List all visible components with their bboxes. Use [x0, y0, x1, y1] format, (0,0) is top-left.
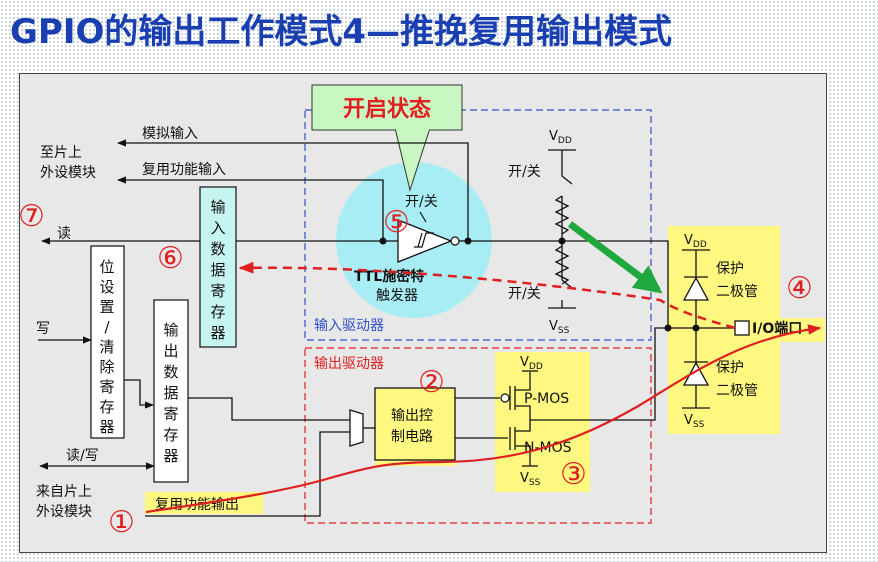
label-to-peripheral-1: 至片上 — [40, 145, 82, 161]
input-driver-label: 输入驱动器 — [314, 318, 384, 334]
marker-5: ⑤ — [383, 205, 410, 240]
vdd-diode: VDD — [684, 233, 707, 250]
bit_set_clear_register-char: 设 — [99, 278, 114, 296]
label-protect-lower-2: 二极管 — [716, 383, 758, 399]
output_data_register-char: 器 — [163, 447, 178, 465]
label-switch-top: 开/关 — [508, 164, 541, 180]
label-read: 读 — [57, 225, 71, 242]
input_data_register-char: 寄 — [210, 282, 225, 300]
output_data_register-char: 寄 — [163, 405, 178, 423]
bit_set_clear_register-char: 除 — [99, 358, 114, 376]
label-schmitt-2: 触发器 — [376, 288, 418, 304]
schmitt-trigger-symbol — [397, 219, 453, 263]
input_data_register-char: 据 — [210, 261, 225, 279]
label-protect-lower-1: 保护 — [716, 360, 744, 376]
output-data-register — [153, 299, 189, 483]
input_data_register-char: 输 — [210, 198, 225, 216]
output_data_register-char: 数 — [163, 363, 178, 381]
highlight-arrow — [567, 221, 663, 294]
marker-7: ⑦ — [18, 199, 45, 234]
output_data_register-char: 出 — [163, 342, 178, 360]
output-driver-box — [304, 347, 652, 524]
vss-mos: VSS — [520, 471, 541, 488]
label-pmos: P-MOS — [524, 391, 569, 407]
marker-6: ⑥ — [157, 241, 184, 276]
page-title: GPIO的输出工作模式4—推挽复用输出模式 — [10, 12, 673, 52]
io-pin-pad — [734, 320, 750, 336]
vdd-mos: VDD — [520, 355, 543, 372]
marker-1: ① — [108, 505, 135, 540]
label-switch-schmitt: 开/关 — [405, 194, 438, 210]
vdd-top: VDD — [549, 129, 572, 146]
callout-label: 开启状态 — [343, 96, 431, 122]
bit_set_clear_register-char: 存 — [99, 398, 114, 416]
input-driver-box — [304, 109, 652, 341]
vss-top: VSS — [549, 319, 570, 336]
input_data_register-char: 入 — [210, 219, 225, 237]
label-analog-input: 模拟输入 — [142, 126, 198, 142]
output-control-circuit — [374, 387, 456, 461]
protect-diode-upper — [682, 276, 710, 301]
bit_set_clear_register-char: 位 — [99, 258, 114, 276]
bit_set_clear_register-char: 器 — [99, 418, 114, 436]
highlight-mosfets — [495, 352, 590, 492]
bit_set_clear_register-char: / — [104, 318, 110, 336]
output-driver-label: 输出驱动器 — [314, 356, 384, 372]
bit_set_clear_register-char: 清 — [99, 338, 114, 356]
marker-4: ④ — [786, 271, 813, 306]
label-nmos: N-MOS — [524, 440, 572, 456]
output_data_register-char: 存 — [163, 426, 178, 444]
input_data_register-char: 器 — [210, 324, 225, 342]
input_data_register-char: 存 — [210, 303, 225, 321]
label-write: 写 — [36, 321, 50, 337]
label-to-peripheral-2: 外设模块 — [40, 165, 96, 181]
label-protect-upper-1: 保护 — [716, 261, 744, 277]
callout-box — [311, 84, 463, 131]
alt-output-mux — [349, 409, 364, 447]
vss-diode: VSS — [684, 413, 705, 430]
label-protect-upper-2: 二极管 — [716, 284, 758, 300]
label-from-peripheral-1: 来自片上 — [36, 484, 92, 500]
readback-dashed-path — [238, 261, 736, 330]
label-from-peripheral-2: 外设模块 — [36, 504, 92, 520]
label-read-write: 读/写 — [66, 447, 99, 464]
marker-2: ② — [418, 365, 445, 400]
input_data_register-char: 数 — [210, 240, 225, 258]
label-output-control-1: 输出控 — [391, 408, 433, 424]
label-io-pin: I/O端口 — [752, 320, 802, 337]
bit_set_clear_register-char: 寄 — [99, 378, 114, 396]
label-output-control-2: 制电路 — [391, 429, 433, 445]
signal-path — [145, 324, 822, 514]
label-alt-func-input: 复用功能输入 — [142, 161, 226, 178]
output_data_register-char: 输 — [163, 321, 178, 339]
marker-3: ③ — [560, 457, 587, 492]
bit-set-clear-register — [90, 245, 125, 439]
output_data_register-char: 据 — [163, 384, 178, 402]
label-switch-bottom: 开/关 — [508, 286, 541, 302]
bit_set_clear_register-char: 置 — [99, 298, 114, 316]
input-data-register — [199, 186, 237, 348]
